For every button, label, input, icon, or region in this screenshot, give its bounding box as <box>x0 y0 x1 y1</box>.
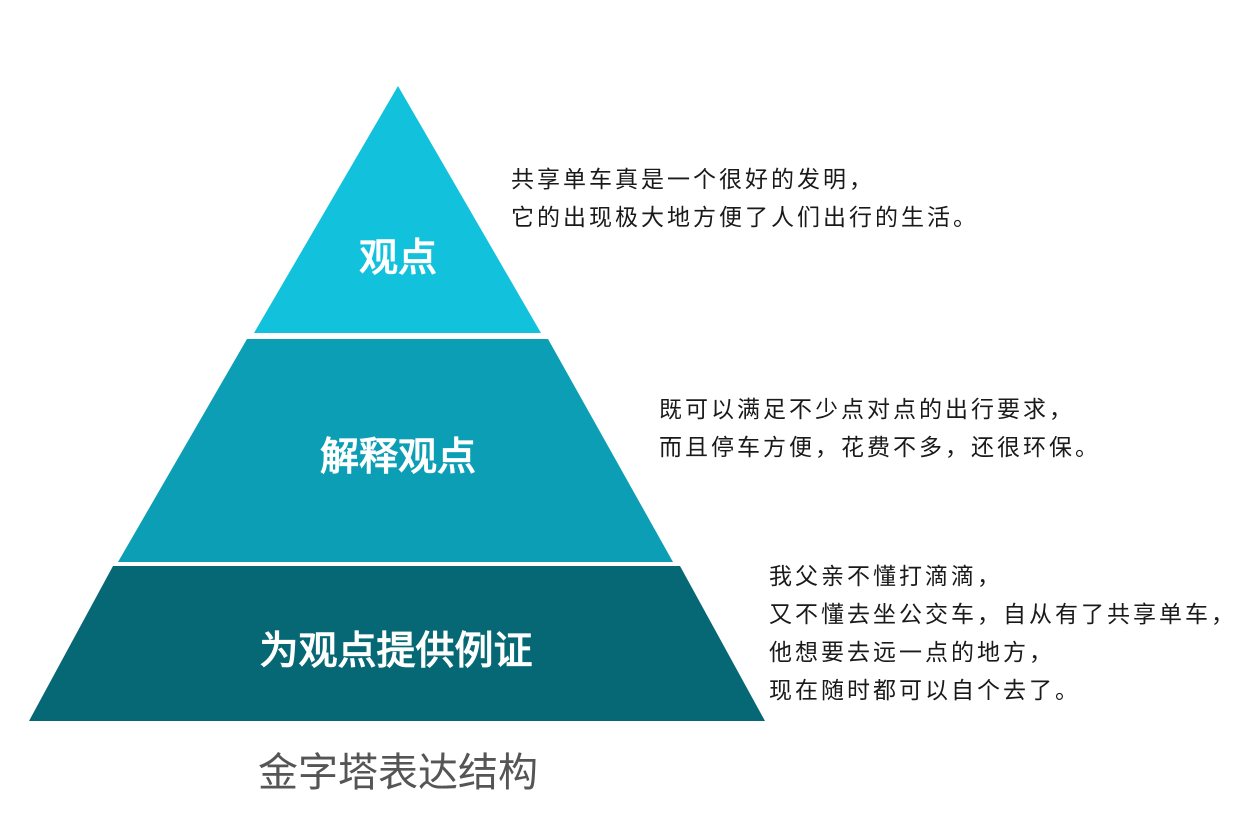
description-line: 而且停车方便，花费不多，还很环保。 <box>659 435 1101 461</box>
tier-bottom-label: 为观点提供例证 <box>259 629 533 674</box>
description-line: 他想要去远一点的地方， <box>769 640 1055 666</box>
tier-middle-label: 解释观点 <box>319 435 477 480</box>
pyramid-tier-bottom <box>29 566 765 721</box>
pyramid-tier-top <box>254 86 541 333</box>
pyramid-tier-middle <box>118 339 673 562</box>
description-line: 又不懂去坐公交车，自从有了共享单车， <box>769 602 1237 628</box>
diagram-caption: 金字塔表达结构 <box>258 750 538 796</box>
description-line: 现在随时都可以自个去了。 <box>769 678 1081 704</box>
description-line: 它的出现极大地方便了人们出行的生活。 <box>511 205 979 231</box>
description-line: 既可以满足不少点对点的出行要求， <box>659 397 1075 423</box>
tier-top-label: 观点 <box>358 236 438 281</box>
tier-bottom-description: 我父亲不懂打滴滴， 又不懂去坐公交车，自从有了共享单车， 他想要去远一点的地方，… <box>769 558 1237 710</box>
tier-top-description: 共享单车真是一个很好的发明， 它的出现极大地方便了人们出行的生活。 <box>511 161 979 237</box>
description-line: 共享单车真是一个很好的发明， <box>511 167 875 193</box>
description-line: 我父亲不懂打滴滴， <box>769 564 1003 590</box>
tier-middle-description: 既可以满足不少点对点的出行要求， 而且停车方便，花费不多，还很环保。 <box>659 391 1101 467</box>
